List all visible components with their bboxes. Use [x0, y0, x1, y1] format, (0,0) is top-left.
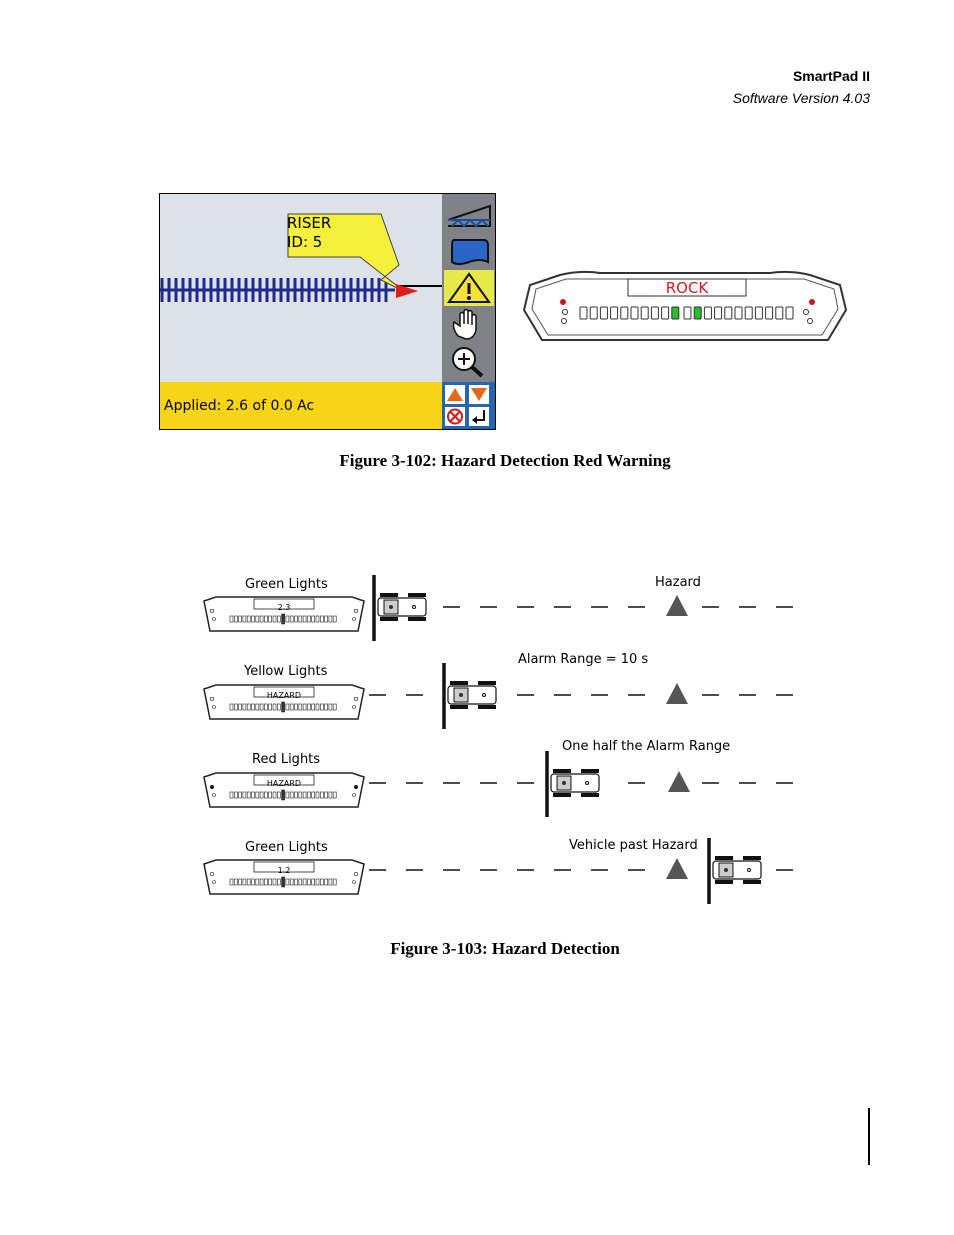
hazard-icon — [666, 683, 688, 704]
row2-note: Alarm Range = 10 s — [518, 652, 649, 667]
row2-light-label: Yellow Lights — [244, 664, 328, 679]
hazard-row — [203, 663, 793, 729]
marker-id: ID: 5 — [287, 233, 323, 251]
hazard-icon — [666, 595, 688, 616]
map-view: RISER ID: 5 — [160, 194, 442, 382]
figure-103-caption: Figure 3-103: Hazard Detection — [390, 939, 620, 958]
enter-icon — [469, 407, 489, 426]
nav-controls — [442, 382, 495, 429]
row1-light-label: Green Lights — [245, 577, 328, 592]
red-led-right — [809, 299, 815, 305]
hazard-row — [203, 751, 793, 817]
software-version: Software Version 4.03 — [732, 90, 870, 106]
row3-bar-text: HAZARD — [266, 779, 302, 788]
field-boundary-icon[interactable] — [444, 234, 494, 270]
row3-note: One half the Alarm Range — [562, 739, 731, 754]
status-bar: Applied: 2.6 of 0.0 Ac — [160, 382, 442, 429]
margin-rule — [868, 1108, 870, 1165]
down-arrow-icon — [469, 385, 489, 404]
hazard-marker-icon — [396, 284, 418, 298]
up-arrow-icon — [445, 385, 465, 404]
hand-icon[interactable] — [444, 306, 494, 342]
hazard-icon — [666, 858, 688, 879]
row4-note: Vehicle past Hazard — [569, 838, 698, 853]
row4-bar-text: 1.2 — [277, 866, 291, 875]
marker-name: RISER — [287, 214, 332, 232]
lightbar-red-warning — [522, 270, 848, 341]
product-name: SmartPad II — [792, 68, 870, 84]
boom-icon[interactable] — [444, 198, 494, 234]
lightbar-message: ROCK — [665, 279, 709, 297]
hazard-detection-diagram — [203, 575, 793, 904]
swath-ticks — [160, 278, 388, 302]
row1-bar-text: 2.3 — [277, 603, 291, 612]
smartpad-screen: RISER ID: 5 Applied: 2.6 of 0.0 Ac — [159, 193, 496, 430]
warning-icon[interactable] — [444, 270, 494, 306]
row4-light-label: Green Lights — [245, 840, 328, 855]
page-header: SmartPad II Software Version 4.03 — [733, 66, 870, 110]
marker-label: RISER ID: 5 — [287, 214, 331, 252]
hazard-row — [203, 575, 793, 641]
cancel-icon — [445, 407, 465, 426]
applied-area-text: Applied: 2.6 of 0.0 Ac — [164, 398, 315, 414]
red-led-left — [560, 299, 566, 305]
row3-light-label: Red Lights — [252, 752, 321, 767]
map-canvas — [160, 213, 442, 302]
figure-102-caption: Figure 3-102: Hazard Detection Red Warni… — [339, 451, 671, 470]
guidance-leds — [579, 306, 794, 320]
row2-bar-text: HAZARD — [266, 691, 302, 700]
row1-note: Hazard — [655, 575, 701, 590]
zoom-in-icon[interactable] — [444, 342, 494, 378]
hazard-row — [203, 838, 793, 904]
hazard-icon — [668, 771, 690, 792]
